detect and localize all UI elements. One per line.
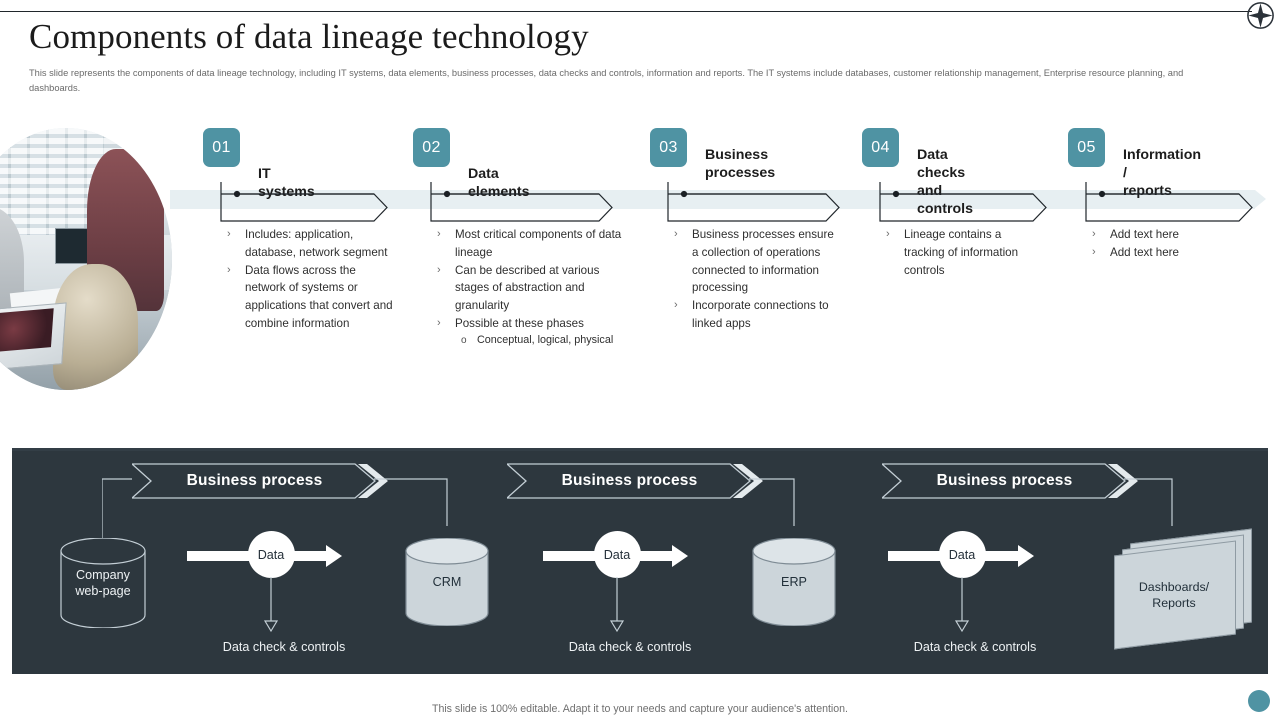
bullet-item: › Add text here — [1090, 226, 1250, 244]
step-title: Business processes — [705, 147, 776, 181]
banner-chevron-shape — [507, 463, 763, 499]
dashboards-reports-label: Dashboards/ Reports — [1138, 580, 1210, 610]
bullet-chevron-icon: › — [437, 316, 441, 329]
sub-bullet-item: o Conceptual, logical, physical — [435, 333, 635, 349]
bullet-chevron-icon: › — [886, 228, 890, 240]
step-title: IT systems — [258, 166, 315, 200]
dashboards-reports-stack: Dashboards/ Reports — [1100, 528, 1252, 650]
bullet-text: Includes: application, database, network… — [245, 228, 388, 259]
bullet-item: › Data flows across the network of system… — [225, 262, 397, 333]
business-process-banner: Business process — [882, 463, 1138, 499]
banner-chevron-shape — [882, 463, 1138, 499]
step-bullet-list: › Most critical components of data lineag… — [435, 226, 635, 348]
step-title: Data checks and controls — [917, 147, 973, 217]
bullet-item: › Business processes ensure a collection … — [672, 226, 842, 297]
step-number-badge[interactable]: 04 — [862, 128, 899, 167]
compass-star-icon — [1247, 2, 1274, 29]
data-check-label: Data check & controls — [913, 640, 1037, 654]
step-bullet-list: › Business processes ensure a collection … — [672, 226, 842, 333]
data-node-label: Data — [603, 547, 631, 562]
data-node-circle: Data — [593, 531, 641, 578]
sub-bullet-text: Conceptual, logical, physical — [477, 333, 614, 346]
step-bullet-list: › Lineage contains a tracking of informat… — [884, 226, 1034, 279]
sub-bullet-circle-icon: o — [461, 334, 467, 346]
header-rule — [0, 11, 1252, 12]
bullet-text: Incorporate connections to linked apps — [692, 299, 829, 330]
bullet-chevron-icon: › — [674, 228, 678, 240]
bullet-chevron-icon: › — [227, 228, 231, 240]
bullet-text: Possible at these phases — [455, 316, 584, 330]
cylinder-label: Company web-page — [75, 568, 131, 598]
bullet-item: › Can be described at various stages of a… — [435, 262, 635, 315]
bullet-chevron-icon: › — [1092, 245, 1096, 258]
step-title: Data elements — [468, 166, 530, 200]
bullet-item: › Add text here — [1090, 244, 1250, 262]
database-cylinder: ERP — [752, 538, 836, 626]
database-cylinder: Company web-page — [60, 538, 146, 628]
database-cylinder: CRM — [405, 538, 489, 626]
step-number-badge[interactable]: 02 — [413, 128, 450, 167]
data-node-circle: Data — [938, 531, 986, 578]
bullet-item: › Possible at these phases — [435, 315, 635, 333]
step-connector-arrow — [879, 182, 1047, 222]
page-subtitle: This slide represents the components of … — [29, 68, 1184, 93]
bullet-text: Most critical components of data lineage — [455, 228, 622, 259]
business-process-banner: Business process — [132, 463, 388, 499]
footer-note: This slide is 100% editable. Adapt it to… — [431, 703, 849, 715]
office-meeting-photo — [0, 128, 172, 390]
bullet-chevron-icon: › — [674, 299, 678, 312]
step-connector-arrow — [667, 182, 840, 222]
banner-chevron-shape — [132, 463, 388, 499]
step-number-badge[interactable]: 01 — [203, 128, 240, 167]
bullet-item: › Includes: application, database, networ… — [225, 226, 397, 262]
data-node-circle: Data — [247, 531, 295, 578]
connector-elbow-right-1 — [374, 478, 448, 526]
cylinder-icon — [60, 538, 146, 628]
banner-label: Business process — [186, 472, 323, 489]
cylinder-icon — [752, 538, 836, 626]
bullet-text: Add text here — [1110, 245, 1179, 259]
step-connector-arrow — [1085, 182, 1253, 222]
step-connector-arrow — [220, 182, 388, 222]
bullet-text: Add text here — [1110, 228, 1179, 241]
bullet-text: Lineage contains a tracking of informati… — [904, 228, 1019, 277]
lineage-flow-panel: Business process Business process Business… — [12, 448, 1268, 674]
step-bullet-list: › Includes: application, database, networ… — [225, 226, 397, 333]
bullet-chevron-icon: › — [437, 263, 441, 276]
check-down-arrow — [609, 577, 625, 633]
bullet-chevron-icon: › — [1092, 228, 1096, 240]
check-down-arrow — [263, 577, 279, 633]
bullet-chevron-icon: › — [437, 228, 441, 240]
data-check-label: Data check & controls — [222, 640, 346, 654]
bullet-item: › Lineage contains a tracking of informat… — [884, 226, 1034, 279]
banner-label: Business process — [561, 472, 698, 489]
data-check-label: Data check & controls — [568, 640, 692, 654]
page-title: Components of data lineage technology — [29, 17, 589, 56]
bullet-text: Business processes ensure a collection o… — [692, 228, 834, 295]
business-process-banner: Business process — [507, 463, 763, 499]
step-connector-arrow — [430, 182, 613, 222]
bullet-item: › Most critical components of data lineag… — [435, 226, 635, 262]
connector-elbow-left-1 — [102, 478, 132, 538]
connector-elbow-right-2 — [749, 478, 795, 526]
bullet-text: Can be described at various stages of ab… — [455, 263, 600, 313]
step-bullet-list: › Add text here › Add text here — [1090, 226, 1250, 262]
check-down-arrow — [954, 577, 970, 633]
cylinder-icon — [405, 538, 489, 626]
step-title: Information / reports — [1123, 147, 1202, 199]
cylinder-label: CRM — [432, 575, 462, 589]
step-number-badge[interactable]: 05 — [1068, 128, 1105, 167]
bullet-text: Data flows across the network of systems… — [245, 263, 393, 330]
step-number-badge[interactable]: 03 — [650, 128, 687, 167]
corner-accent-dot — [1248, 690, 1270, 712]
timeline-band — [170, 190, 1266, 209]
connector-elbow-right-3 — [1124, 478, 1173, 526]
bullet-item: › Incorporate connections to linked apps — [672, 297, 842, 333]
data-node-label: Data — [257, 547, 285, 562]
data-node-label: Data — [948, 547, 976, 562]
bullet-chevron-icon: › — [227, 263, 231, 276]
banner-label: Business process — [936, 472, 1073, 489]
cylinder-label: ERP — [781, 575, 807, 589]
